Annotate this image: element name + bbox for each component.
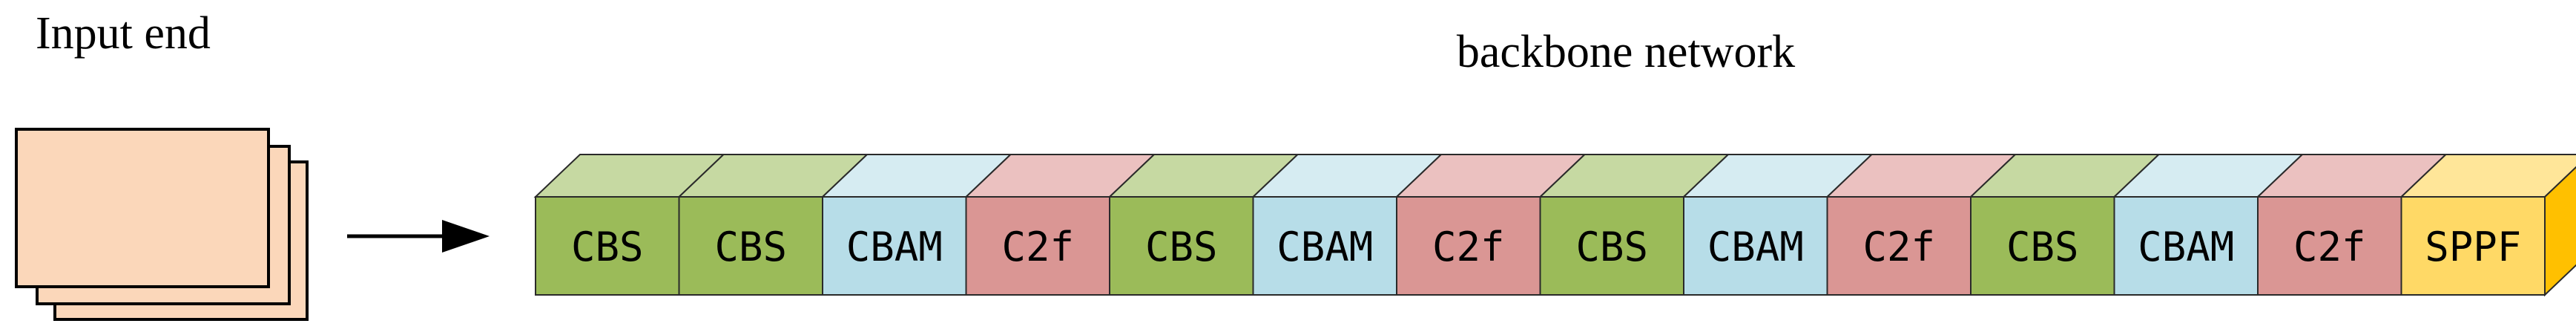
block-cbs: CBS: [676, 154, 869, 296]
block-label: CBS: [714, 224, 787, 270]
block-front-face: [1396, 196, 1541, 296]
block-label: CBAM: [1707, 224, 1804, 270]
block-sppf: SPPF: [2399, 154, 2576, 297]
block-label: C2f: [1432, 224, 1505, 270]
block-label: SPPF: [2425, 224, 2521, 270]
block-front-face: [2257, 196, 2402, 296]
block-front-face: [535, 196, 680, 296]
block-front-face: [1252, 196, 1397, 296]
block-front-face: [2113, 196, 2259, 296]
block-cbs: CBS: [1538, 154, 1730, 296]
block-c2f: C2f: [1825, 154, 2017, 296]
block-front-face: [822, 196, 967, 296]
block-cbam: CBAM: [1681, 154, 1874, 296]
block-label: C2f: [1001, 224, 1074, 270]
block-label: C2f: [1862, 224, 1935, 270]
block-cbs: CBS: [533, 154, 726, 296]
block-label: CBS: [1575, 224, 1648, 270]
block-label: CBS: [2006, 224, 2079, 270]
input-card-front: [15, 128, 270, 288]
block-cbam: CBAM: [820, 154, 1013, 296]
block-label: CBS: [571, 224, 644, 270]
block-front-face: [678, 196, 823, 296]
block-label: C2f: [2293, 224, 2366, 270]
backbone-network-title: backbone network: [1457, 27, 1795, 77]
block-cbs: CBS: [1969, 154, 2161, 296]
block-front-face: [1109, 196, 1254, 296]
block-c2f: C2f: [2256, 154, 2448, 296]
input-end-title: Input end: [36, 8, 211, 59]
flow-arrow: [347, 220, 490, 253]
block-cbs: CBS: [1107, 154, 1300, 296]
block-label: CBAM: [2138, 224, 2234, 270]
block-front-face: [1683, 196, 1828, 296]
block-c2f: C2f: [1394, 154, 1587, 296]
block-front-face: [2400, 196, 2546, 296]
backbone-blocks: CBS CBS CBAM C2f CBS CBAM C2f CBS CBAM C2f CBS CBAM…: [533, 154, 2576, 297]
block-label: CBS: [1145, 224, 1218, 270]
block-c2f: C2f: [963, 154, 1156, 296]
block-front-face: [1539, 196, 1684, 296]
block-front-face: [1826, 196, 1971, 296]
input-image-stack: [15, 128, 309, 321]
block-cbam: CBAM: [2112, 154, 2305, 296]
block-label: CBAM: [846, 224, 943, 270]
block-cbam: CBAM: [1251, 154, 1443, 296]
block-front-face: [1970, 196, 2115, 296]
block-side-face: [2544, 166, 2576, 297]
block-label: CBAM: [1277, 224, 1373, 270]
